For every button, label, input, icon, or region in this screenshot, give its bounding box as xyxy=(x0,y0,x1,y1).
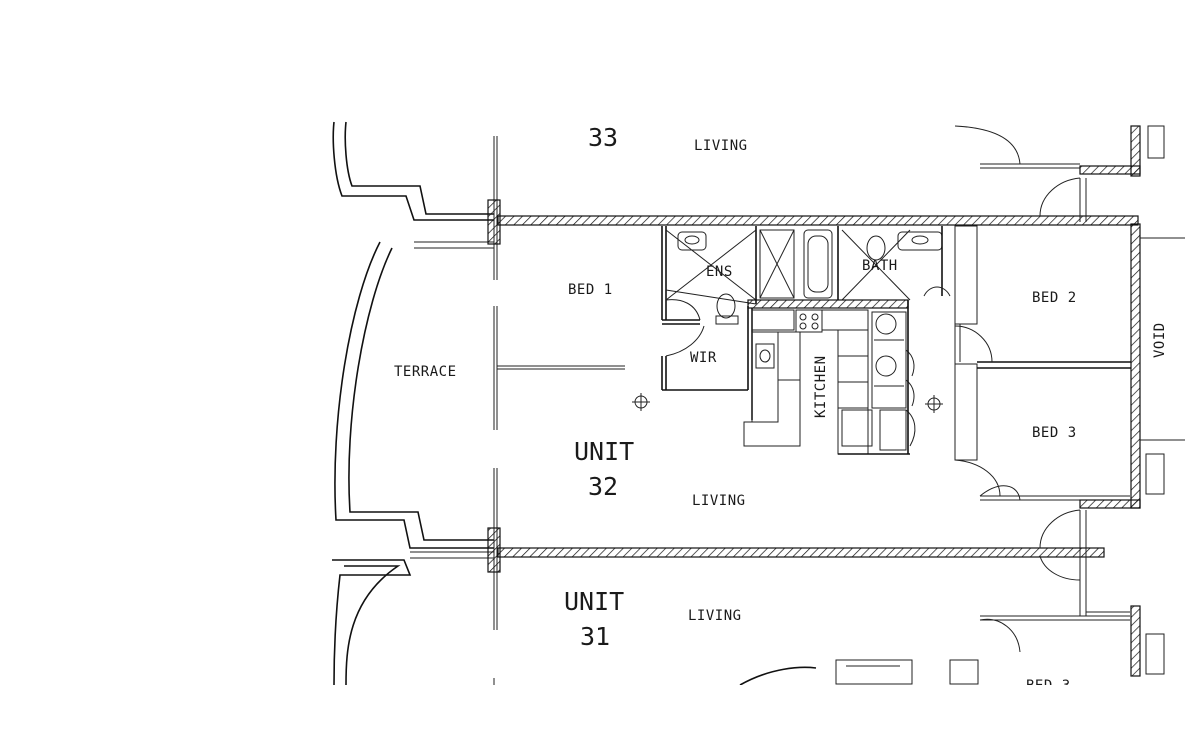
void-label: VOID xyxy=(1152,322,1168,358)
unit-33-living-label: LIVING xyxy=(694,138,748,154)
wet-areas xyxy=(661,226,951,391)
wir-label: WIR xyxy=(690,350,717,366)
ens-label: ENS xyxy=(706,264,733,280)
unit-31-living-label: LIVING xyxy=(688,608,742,624)
unit-31-number: 31 xyxy=(580,622,610,651)
column-markers xyxy=(632,393,943,413)
bed1-label: BED 1 xyxy=(568,282,613,298)
unit-31-partial xyxy=(493,659,979,686)
unit-32-living-label: LIVING xyxy=(692,493,746,509)
corridor-elements xyxy=(954,125,1165,675)
kitchen-label: KITCHEN xyxy=(813,355,829,418)
bed3-label: BED 3 xyxy=(1032,425,1077,441)
west-facade xyxy=(332,121,494,686)
bedroom-partitions xyxy=(954,225,1131,497)
terrace-label: TERRACE xyxy=(394,364,457,380)
unit-31-word: UNIT xyxy=(564,587,624,616)
unit-32-word: UNIT xyxy=(574,437,634,466)
bath-label: BATH xyxy=(862,258,898,274)
balcony-rails xyxy=(410,136,625,630)
room-labels: 33 LIVING BED 1 ENS BATH BED 2 WIR TERRA… xyxy=(394,123,1168,694)
kitchen-joinery xyxy=(743,299,916,455)
unit-32-number: 32 xyxy=(588,472,618,501)
bed2-label: BED 2 xyxy=(1032,290,1077,306)
scan-bottom-mask xyxy=(0,685,1200,750)
unit-33-number: 33 xyxy=(588,123,618,152)
